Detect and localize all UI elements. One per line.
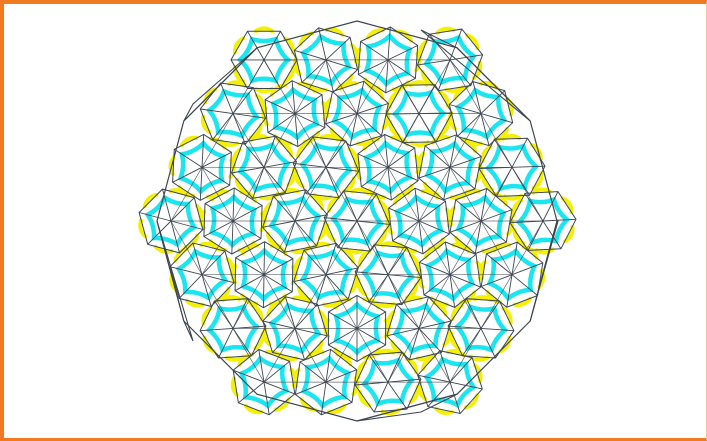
tile-edge xyxy=(512,166,545,167)
tile-edge xyxy=(419,321,451,328)
tile-edge xyxy=(202,167,233,221)
tile-edge xyxy=(445,242,450,275)
tile-edge xyxy=(200,167,202,200)
tile-edge xyxy=(171,221,202,275)
tile-edge xyxy=(388,275,421,278)
tile-edge xyxy=(388,379,421,382)
tile-edge xyxy=(481,221,512,275)
tile-edge xyxy=(419,275,450,329)
tile-edge xyxy=(295,60,326,114)
tile-edge xyxy=(264,162,297,168)
tile-edge xyxy=(202,275,234,283)
tile-edge xyxy=(295,328,326,382)
tile-edge xyxy=(415,188,419,221)
tile-edge xyxy=(324,218,357,221)
tile-edge xyxy=(264,242,265,275)
tile-edge xyxy=(326,167,359,171)
tile-edge xyxy=(419,221,450,275)
tile-edge xyxy=(388,27,390,60)
tile-edge xyxy=(481,114,489,146)
tile-edge xyxy=(350,114,357,146)
tile-edge xyxy=(202,134,204,167)
tile-edge xyxy=(319,28,326,60)
tile-edge xyxy=(232,167,265,173)
tile-edge xyxy=(326,328,357,382)
tile-edge xyxy=(202,275,211,307)
tile-edge xyxy=(139,213,171,222)
tile-edge xyxy=(357,81,364,113)
tile-edge xyxy=(419,221,423,254)
tile-edge xyxy=(357,114,388,168)
tile-edge xyxy=(419,297,429,329)
tile-edge xyxy=(193,243,202,275)
tile-edge xyxy=(233,221,264,275)
tile-edge xyxy=(200,109,233,114)
tile-edge xyxy=(171,221,180,253)
tile-edge xyxy=(321,382,326,415)
tile-edge xyxy=(357,221,390,224)
tile-edge xyxy=(419,167,450,221)
tile-edge xyxy=(263,275,264,308)
tile-edge xyxy=(450,167,481,221)
tile-edges xyxy=(139,27,576,421)
tile-edge xyxy=(263,321,295,328)
tile-edge xyxy=(295,328,327,335)
tile-edge xyxy=(264,275,295,329)
tile-edge xyxy=(473,82,481,114)
tile-edge xyxy=(200,328,233,330)
tile-edge xyxy=(481,328,514,330)
tile-edge xyxy=(170,267,202,275)
tile-edge xyxy=(388,167,419,221)
tile-edge xyxy=(543,219,576,221)
tile-edge xyxy=(326,60,333,92)
tile-edge xyxy=(233,188,234,221)
tile-edge xyxy=(418,375,450,382)
tile-edge xyxy=(326,349,331,382)
tile-edge xyxy=(417,60,450,65)
tile-edge xyxy=(450,275,455,308)
tile-edge xyxy=(450,382,460,413)
tile-edge xyxy=(171,221,203,230)
tile-edge xyxy=(386,60,388,93)
tile-edge xyxy=(263,221,295,227)
tile-edge xyxy=(387,328,419,335)
tile-edge xyxy=(232,221,233,254)
tile-edge xyxy=(264,382,269,415)
tile-edge xyxy=(285,297,295,329)
tile-edge xyxy=(409,328,419,360)
tile-edge xyxy=(355,382,388,385)
tile-edge xyxy=(295,215,327,221)
tile-edge xyxy=(294,50,326,60)
tile-edge xyxy=(233,114,266,119)
tile-edge xyxy=(295,328,305,360)
tile-edge xyxy=(293,163,326,167)
tile-edge xyxy=(294,275,326,282)
tile-edge xyxy=(355,272,388,275)
tile-edge xyxy=(326,268,358,275)
